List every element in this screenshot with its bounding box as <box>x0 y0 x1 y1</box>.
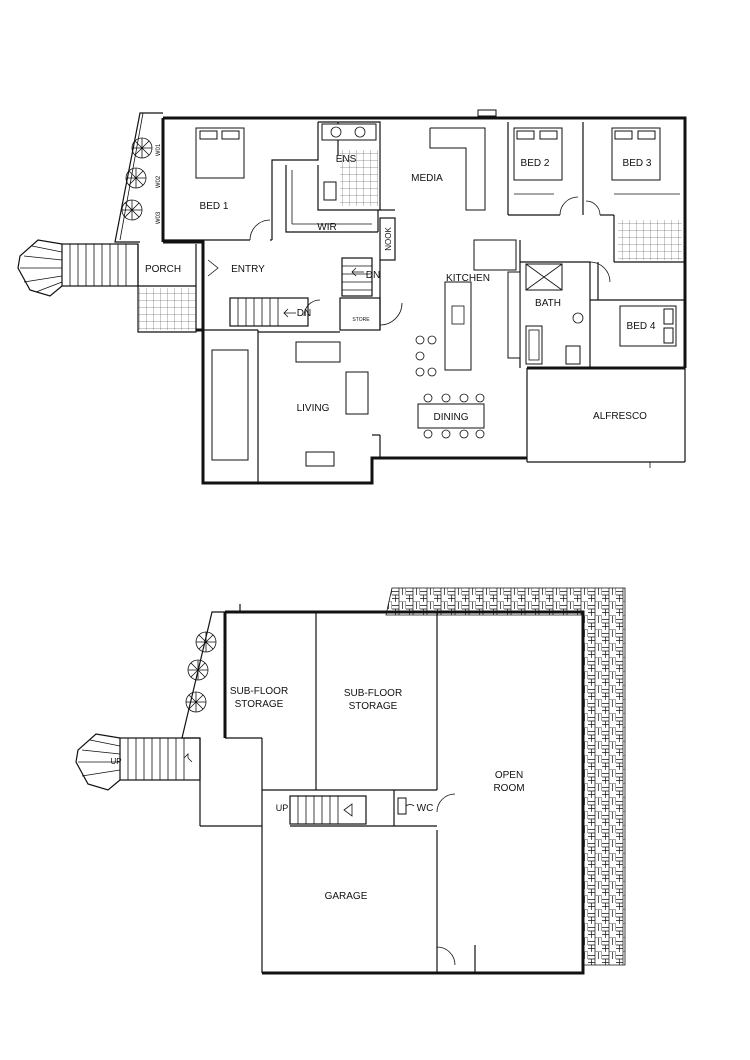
lower-outer-stair <box>75 733 201 791</box>
room-label-porch: PORCH <box>145 264 181 275</box>
upper-furniture <box>121 123 680 468</box>
upper-doors <box>207 196 611 326</box>
room-label-wc: WC <box>417 803 434 814</box>
room-label-bed-4: BED 4 <box>627 321 656 332</box>
stair-label-up-inner: UP <box>276 803 289 813</box>
room-label-bath: BATH <box>535 298 561 309</box>
room-label-alfresco: ALFRESCO <box>593 411 647 422</box>
lower-floor-plan: SUB-FLOOR STORAGE SUB-FLOOR STORAGE OPEN… <box>75 587 626 975</box>
upper-room-labels: BED 1 ENS MEDIA BED 2 BED 3 WIR NOOK POR… <box>145 143 656 423</box>
stair-label-dn-right: DN <box>366 270 380 281</box>
lower-inner-stair <box>289 795 367 825</box>
porch-area <box>137 244 197 333</box>
room-label-subfloor-right-2: STORAGE <box>349 701 398 712</box>
upper-angled-edge <box>114 112 163 243</box>
lower-angled-edge <box>181 611 225 739</box>
room-label-subfloor-left-2: STORAGE <box>235 699 284 710</box>
room-label-ens: ENS <box>336 154 357 165</box>
lower-fixtures <box>397 793 456 966</box>
room-label-open-room-1: OPEN <box>495 770 523 781</box>
room-label-dining: DINING <box>434 412 469 423</box>
upper-floor-plan: BED 1 ENS MEDIA BED 2 BED 3 WIR NOOK POR… <box>17 109 687 485</box>
room-label-garage: GARAGE <box>325 891 368 902</box>
room-label-media: MEDIA <box>411 173 443 184</box>
room-label-living: LIVING <box>297 403 330 414</box>
room-label-store: STORE <box>352 317 370 323</box>
porch-entry-stair <box>17 239 139 297</box>
upper-outer-walls <box>161 109 687 485</box>
window-tag-w02: W02 <box>156 175 162 188</box>
room-label-bed-3: BED 3 <box>623 158 652 169</box>
room-label-subfloor-left-1: SUB-FLOOR <box>230 686 288 697</box>
room-label-entry: ENTRY <box>231 264 265 275</box>
lower-room-labels: SUB-FLOOR STORAGE SUB-FLOOR STORAGE OPEN… <box>110 686 524 902</box>
upper-interior-walls <box>163 121 685 483</box>
room-label-bed-1: BED 1 <box>200 201 229 212</box>
room-label-bed-2: BED 2 <box>521 158 550 169</box>
window-tag-w03: W03 <box>156 211 162 224</box>
entry-stairs <box>229 257 373 327</box>
room-label-subfloor-right-1: SUB-FLOOR <box>344 688 402 699</box>
room-label-open-room-2: ROOM <box>493 783 524 794</box>
window-tag-w01: W01 <box>156 143 162 156</box>
room-label-wir: WIR <box>317 222 336 233</box>
lower-interior-walls <box>262 612 476 973</box>
lower-outer-walls <box>199 604 585 975</box>
room-label-kitchen: KITCHEN <box>446 273 490 284</box>
stair-label-up-outer: UP <box>110 757 121 766</box>
room-label-nook: NOOK <box>384 227 393 251</box>
stair-label-dn-left: DN <box>297 308 311 319</box>
